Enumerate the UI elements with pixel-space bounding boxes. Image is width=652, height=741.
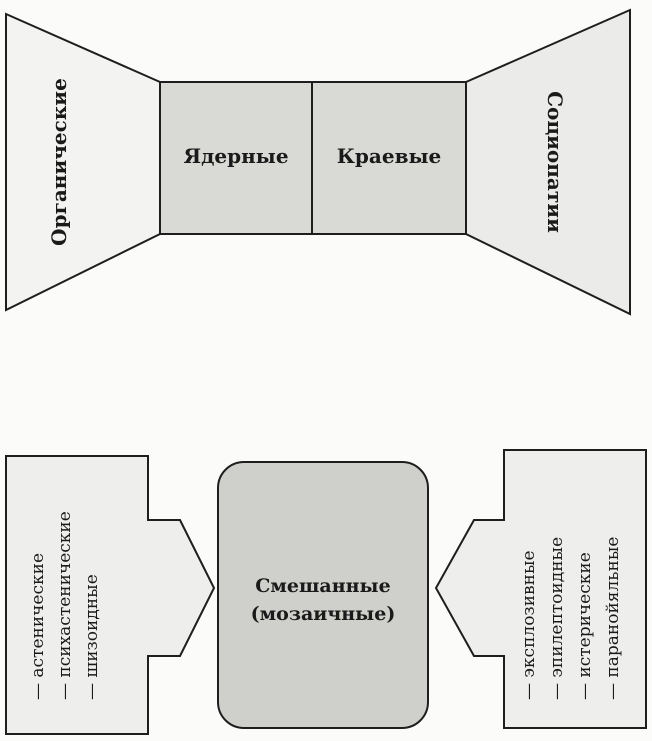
right-list-item: — эксплозивные [519, 550, 539, 700]
left-list-item: — психастенические [55, 511, 75, 700]
nuclear-label: Ядерные [183, 144, 288, 168]
right-list-item: — эпилептоидные [547, 537, 567, 700]
sociopathy-label: Социопатии [543, 91, 567, 233]
bottom-diagram: Смешанные (мозаичные) — астенические — п… [5, 449, 647, 735]
center-right-panel [311, 81, 467, 235]
right-arrow [434, 449, 647, 729]
marginal-label: Краевые [337, 144, 442, 168]
mixed-box [217, 461, 429, 729]
top-diagram: Органические Ядерные Краевые Социопатии [5, 8, 631, 316]
right-list-item: — паранойяльные [603, 537, 623, 700]
mixed-label-line1: Смешанные [255, 575, 390, 597]
left-trapezoid [5, 12, 161, 312]
left-list-item: — шизоидные [82, 574, 102, 700]
left-list-item: — астенические [28, 553, 48, 700]
center-left-panel [159, 81, 313, 235]
right-list-item: — истерические [575, 552, 595, 700]
organic-label: Органические [47, 78, 71, 246]
mixed-label-line2: (мозаичные) [251, 603, 396, 625]
left-arrow [5, 455, 216, 735]
